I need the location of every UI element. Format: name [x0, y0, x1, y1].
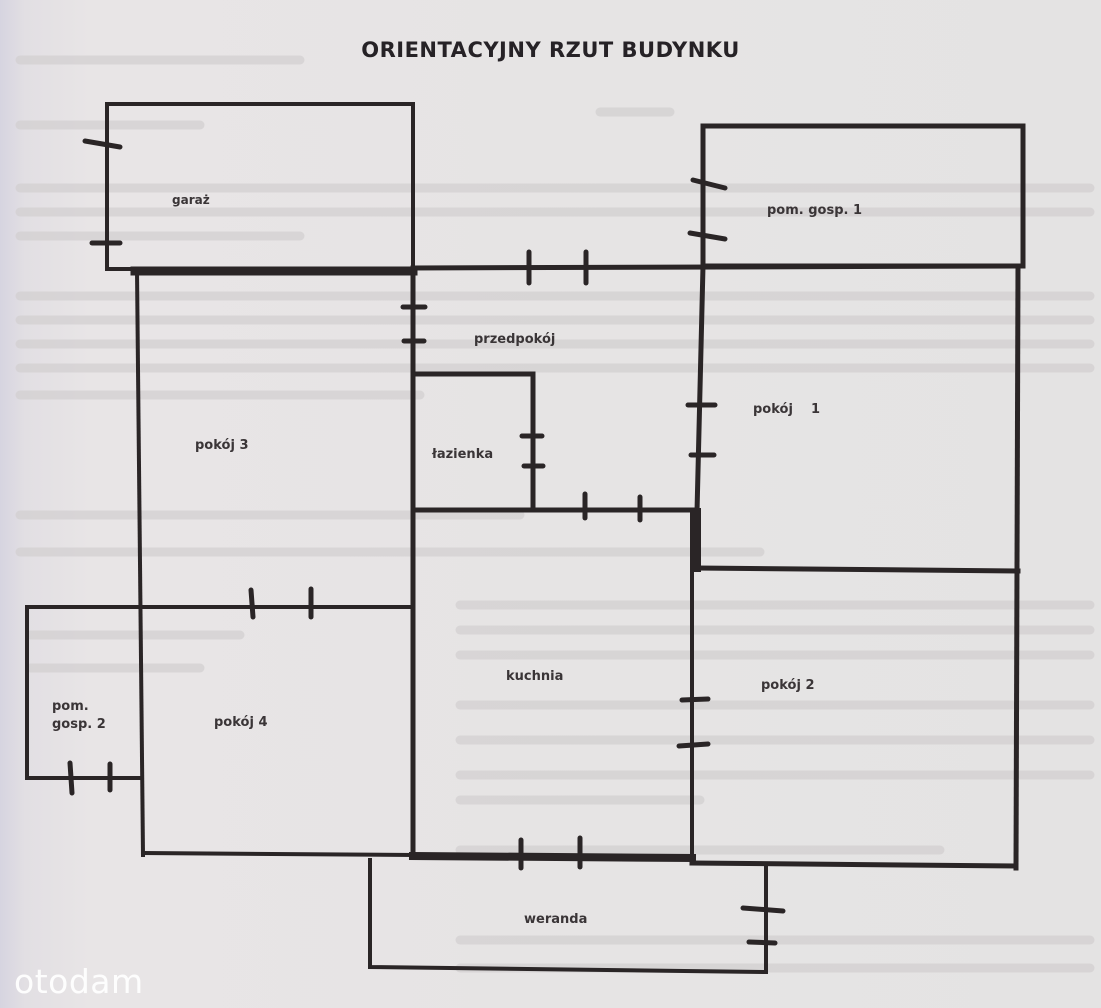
- room-label-garaz: garaż: [172, 193, 210, 207]
- wall-pom-gosp-1: [700, 123, 1026, 269]
- plan-title-text: ORIENTACYJNY RZUT BUDYNKU: [361, 38, 740, 62]
- room-label-kuchnia: kuchnia: [506, 669, 564, 684]
- room-label-przedpokoj: przedpokój: [474, 332, 556, 347]
- plan-title: ORIENTACYJNY RZUT BUDYNKU: [0, 38, 1101, 62]
- wall-pokoj1-bottom: [694, 565, 1021, 574]
- room-label-pokoj-3: pokój 3: [195, 438, 249, 453]
- wall-pom-gosp-2: [25, 605, 142, 780]
- room-label-pom-gosp-1: pom. gosp. 1: [767, 203, 863, 218]
- door-mark: [676, 741, 711, 749]
- room-label-pokoj-2: pokój 2: [761, 678, 815, 693]
- room-label-pom-gosp-2-line1: pom.: [52, 699, 89, 714]
- wall-garaz: [105, 102, 415, 271]
- door-mark: [679, 696, 711, 703]
- room-label-pokoj-4: pokój 4: [214, 715, 268, 730]
- door-mark: [687, 230, 728, 242]
- wall-pokoj1-left: [694, 263, 706, 515]
- room-label-lazienka: łazienka: [432, 447, 494, 462]
- door-mark: [248, 587, 256, 620]
- room-label-pom-gosp-2-line2: gosp. 2: [52, 716, 106, 732]
- doors: [67, 138, 786, 946]
- wall-left-main: [134, 268, 146, 858]
- room-label-weranda: weranda: [524, 912, 588, 927]
- door-mark: [82, 138, 123, 150]
- room-label-pom-gosp-2: pom. gosp. 2: [52, 698, 106, 733]
- room-label-pokoj-1: pokój 1: [753, 402, 821, 417]
- door-mark: [740, 905, 786, 914]
- wall-pokoj2-bottom: [689, 860, 1019, 869]
- walls: [25, 102, 1026, 975]
- wall-pokoj4-bottom: [140, 850, 416, 858]
- wall-weranda: [368, 858, 768, 975]
- wall-right-main: [1013, 263, 1021, 871]
- wall-kuchnia-bottom-thick: [408, 851, 697, 863]
- otodam-watermark-logo: otodam: [14, 962, 144, 1001]
- door-mark: [690, 177, 728, 191]
- door-mark: [67, 760, 75, 796]
- door-mark: [746, 939, 778, 946]
- wall-top-main: [410, 263, 1023, 271]
